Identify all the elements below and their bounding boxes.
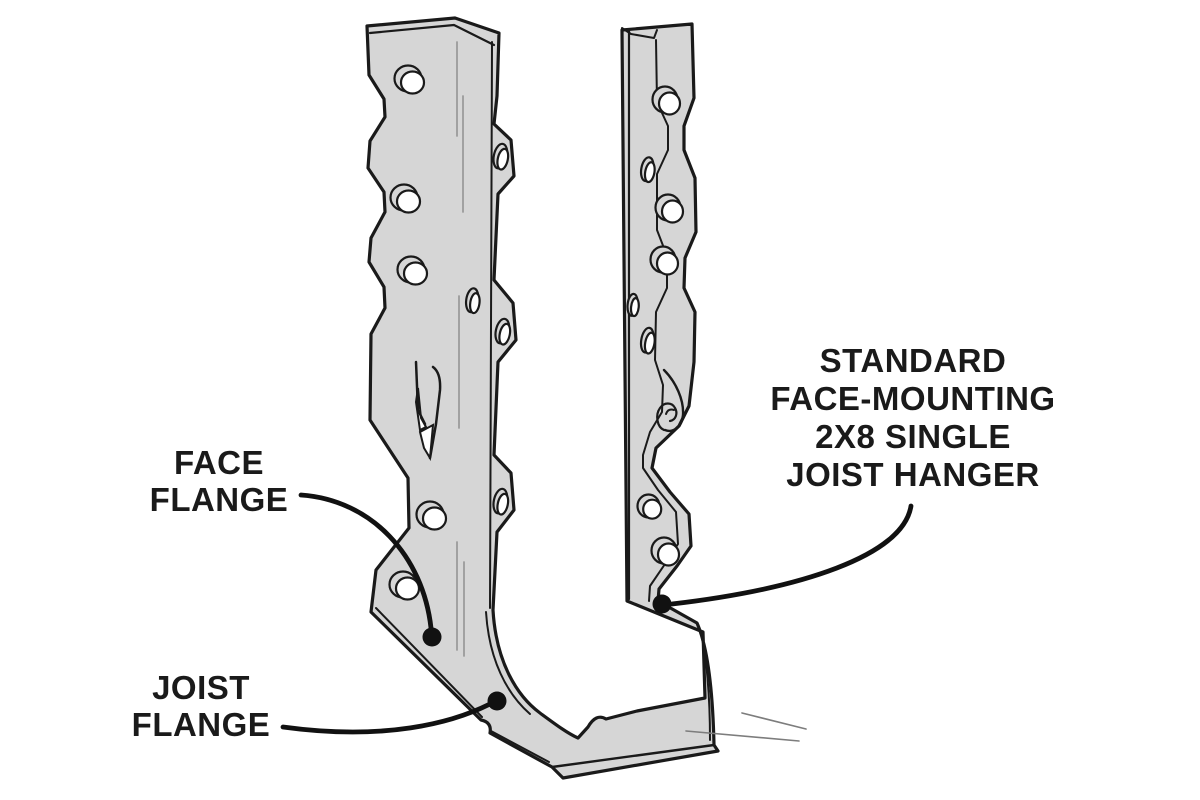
- nail-hole: [393, 64, 426, 95]
- joist-flange-edge-line: [375, 607, 483, 718]
- prong-outline: [428, 365, 442, 460]
- nail-hole: [626, 292, 640, 318]
- nail-hole: [649, 245, 680, 276]
- leader-face-flange: [298, 492, 442, 647]
- leader-line: [298, 492, 434, 631]
- leader-lines: [280, 492, 914, 735]
- joist-flange-edge-line: [490, 730, 550, 763]
- label-hanger-title: STANDARD FACE-MOUNTING 2X8 SINGLE JOIST …: [733, 342, 1093, 494]
- nail-hole: [639, 156, 656, 184]
- label-line: 2X8 SINGLE: [815, 418, 1011, 455]
- curl-outline: [656, 402, 678, 432]
- seat-bend-line: [741, 712, 807, 730]
- nail-hole: [651, 85, 682, 116]
- leader-dot: [487, 691, 507, 711]
- label-line: JOIST HANGER: [786, 456, 1040, 493]
- leader-line: [669, 503, 914, 607]
- curl-tab: [656, 368, 685, 432]
- nail-hole: [388, 570, 421, 601]
- nail-hole: [492, 487, 510, 516]
- label-joist-flange: JOIST FLANGE: [51, 669, 351, 743]
- seat-right-strip-line: [698, 626, 711, 741]
- nail-hole: [396, 255, 429, 286]
- speed-prong-tab: [414, 360, 442, 462]
- nail-hole: [415, 500, 448, 531]
- joist-flange-inner-fold: [485, 611, 531, 715]
- leader-dot: [652, 594, 672, 614]
- curl-outline: [665, 408, 675, 415]
- thin-fold-lines: [456, 41, 807, 742]
- nail-hole: [464, 287, 481, 315]
- seat-bend-line: [685, 730, 800, 742]
- leader-joist-flange: [280, 691, 507, 735]
- label-face-flange: FACE FLANGE: [69, 444, 369, 518]
- leader-hanger-title: [652, 503, 914, 614]
- top-bevel-line: [368, 23, 496, 47]
- right-flange-return-fold: [642, 39, 679, 602]
- hanger-body: [365, 16, 807, 780]
- leader-line: [280, 701, 493, 735]
- label-line: FLANGE: [131, 706, 271, 743]
- leader-dot: [422, 627, 442, 647]
- nail-hole: [494, 317, 512, 346]
- label-line: FLANGE: [149, 481, 289, 518]
- prong-outline: [414, 360, 427, 426]
- nail-hole: [639, 326, 656, 355]
- nail-holes: [388, 64, 685, 601]
- label-line: FACE: [173, 444, 264, 481]
- hanger-body-outline: [365, 16, 720, 780]
- label-line: JOIST: [152, 669, 250, 706]
- label-line: STANDARD: [819, 342, 1007, 379]
- nail-hole: [650, 536, 681, 567]
- right-flange-top-step: [621, 27, 658, 39]
- nail-hole: [389, 183, 422, 214]
- left-flange-seam: [489, 41, 493, 609]
- nail-hole: [636, 493, 663, 520]
- label-line: FACE-MOUNTING: [770, 380, 1056, 417]
- nail-hole: [654, 193, 685, 224]
- nail-hole: [492, 142, 510, 171]
- curl-outline: [662, 368, 685, 432]
- seat-front-fold: [550, 743, 716, 769]
